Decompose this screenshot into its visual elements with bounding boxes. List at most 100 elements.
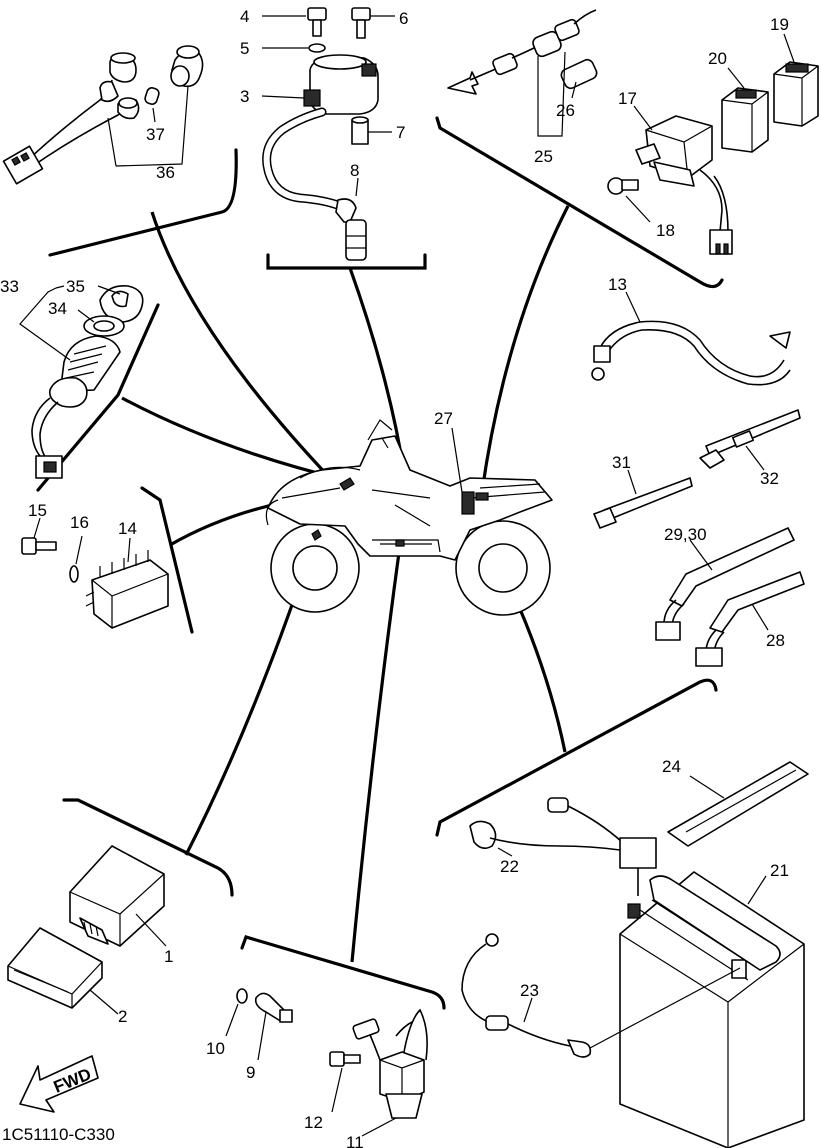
part-6-bolt <box>351 7 371 39</box>
part-12-bolt <box>329 1051 361 1067</box>
callout-8: 8 <box>350 161 359 180</box>
part-7-collar <box>351 116 369 145</box>
group-bracket-rectifier <box>140 486 194 634</box>
leader-36 <box>107 85 189 167</box>
part-1-cdi-unit <box>69 845 165 947</box>
part-31-cable-tie <box>593 477 693 529</box>
leader-22 <box>497 847 513 857</box>
part-16-washer <box>69 565 79 583</box>
leader-20 <box>727 67 745 89</box>
leader-19 <box>783 33 795 63</box>
part-33-main-switch <box>31 284 144 479</box>
callout-37: 37 <box>146 125 165 144</box>
callout-10: 10 <box>206 1039 225 1058</box>
group-bracket-top-right <box>435 116 724 289</box>
leader-35 <box>97 285 121 295</box>
callout-19: 19 <box>770 15 789 34</box>
callout-18: 18 <box>656 221 675 240</box>
callout-1: 1 <box>164 947 173 966</box>
callout-26: 26 <box>556 101 575 120</box>
leader-2 <box>89 989 119 1015</box>
leader-32 <box>745 445 765 471</box>
part-15-bolt <box>21 537 57 555</box>
callout-34: 34 <box>48 299 67 318</box>
callout-6: 6 <box>399 9 408 28</box>
leader-37 <box>152 107 156 123</box>
callout-36: 36 <box>156 163 175 182</box>
leader-29-30 <box>689 539 713 571</box>
callout-23: 23 <box>520 981 539 1000</box>
link-line-left-middle <box>121 396 346 482</box>
callout-9: 9 <box>246 1063 255 1082</box>
part-4-bolt <box>307 7 327 37</box>
part-23-negative-lead <box>461 933 741 1058</box>
leader-23 <box>523 997 533 1023</box>
diagram-code: 1C51110-C330 <box>2 1125 115 1144</box>
part-19-relay <box>773 61 819 127</box>
link-line-top-right <box>480 205 570 493</box>
callout-12: 12 <box>304 1113 323 1132</box>
callout-15: 15 <box>28 501 47 520</box>
callout-31: 31 <box>612 453 631 472</box>
callout-29-30: 29,30 <box>664 525 707 544</box>
part-9-switch <box>254 992 293 1023</box>
part-21-battery <box>619 871 805 1148</box>
leader-33 <box>19 285 71 361</box>
group-bracket-left-middle <box>36 303 160 492</box>
callout-16: 16 <box>70 513 89 532</box>
leader-12 <box>331 1067 343 1113</box>
leader-17 <box>633 105 653 131</box>
part-switch-harness <box>2 45 204 185</box>
callout-20: 20 <box>708 49 727 68</box>
part-10-washer <box>236 988 248 1004</box>
part-20-relay <box>721 87 769 153</box>
atv-vehicle <box>265 419 553 616</box>
leader-8 <box>355 177 359 197</box>
callout-3: 3 <box>240 87 249 106</box>
group-bracket-starter-relay <box>240 935 446 1010</box>
part-2-cdi-cover <box>7 927 103 1009</box>
leader-24 <box>689 775 725 799</box>
part-22-positive-lead <box>469 797 657 896</box>
group-bracket-ignition-coil <box>266 253 427 270</box>
callout-2: 2 <box>118 1007 127 1026</box>
group-bracket-cdi <box>62 798 234 897</box>
leader-10 <box>225 1003 239 1037</box>
group-bracket-battery <box>435 678 718 837</box>
part-37-small-bulb <box>144 87 160 105</box>
callout-35: 35 <box>66 277 85 296</box>
part-32-cable-tie <box>699 409 801 469</box>
callout-17: 17 <box>618 89 637 108</box>
part-28-band <box>695 571 805 667</box>
leader-13 <box>625 291 641 323</box>
part-ignition-coil <box>262 54 379 261</box>
callout-5: 5 <box>240 39 249 58</box>
callout-14: 14 <box>118 519 137 538</box>
leader-1 <box>135 913 167 947</box>
fwd-label: FWD <box>51 1065 94 1097</box>
callout-33: 33 <box>0 277 19 296</box>
callout-22: 22 <box>500 857 519 876</box>
link-line-top-left <box>150 211 332 480</box>
part-17-relay <box>635 115 733 255</box>
link-line-starter-relay <box>350 544 402 963</box>
part-29-30-band <box>655 527 795 641</box>
callout-4: 4 <box>240 7 249 26</box>
callout-11: 11 <box>346 1133 364 1148</box>
callout-21: 21 <box>770 861 789 880</box>
callout-28: 28 <box>766 631 785 650</box>
part-25-sensor-lead <box>447 9 597 95</box>
leader-9 <box>257 1011 267 1061</box>
leader-18 <box>625 195 651 223</box>
part-18-bolt <box>607 177 639 195</box>
part-11-starter-relay <box>352 1008 428 1119</box>
leader-31 <box>627 469 637 495</box>
leader-21 <box>747 875 767 905</box>
group-bracket-top-left <box>48 148 238 257</box>
callout-7: 7 <box>396 123 405 142</box>
leader-15 <box>33 517 41 539</box>
leader-16 <box>75 535 83 565</box>
fwd-arrow-icon: FWD <box>19 1055 99 1113</box>
part-14-rectifier <box>85 550 169 629</box>
leader-28 <box>751 603 769 631</box>
